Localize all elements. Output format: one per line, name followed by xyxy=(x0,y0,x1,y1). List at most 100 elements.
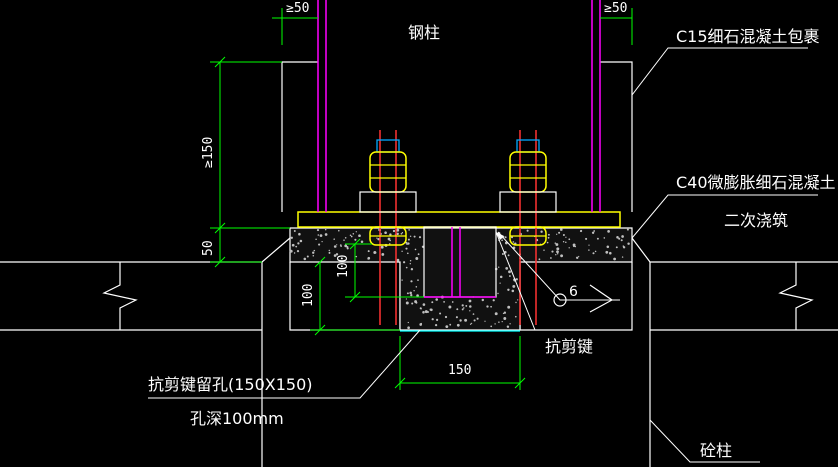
shear-key xyxy=(423,226,497,298)
grout-speckle xyxy=(555,254,557,256)
drawing-labels: 钢柱 C15细石混凝土包裹 C40微膨胀细石混凝土 二次浇筑 抗剪键 抗剪键留孔… xyxy=(148,23,836,460)
grout-speckle xyxy=(464,318,468,322)
grout-speckle xyxy=(422,311,425,314)
grout-speckle xyxy=(615,246,618,249)
grout-speckle xyxy=(406,252,409,255)
grout-speckle xyxy=(456,308,459,311)
steel-column-label: 钢柱 xyxy=(408,23,440,42)
grout-speckle xyxy=(340,245,342,247)
grout-speckle xyxy=(335,253,339,256)
anchor-bolt-left xyxy=(359,130,417,325)
grout-speckle xyxy=(313,249,316,252)
grout-speckle xyxy=(316,229,320,232)
dimension-labels: ≥50 ≥50 ≥150 50 100 100 150 xyxy=(201,1,627,378)
grout-speckle xyxy=(512,241,515,243)
grout-speckle xyxy=(558,231,561,234)
shear-key-hole-label-line1: 抗剪键留孔(150X150) xyxy=(148,375,313,394)
grout-speckle xyxy=(578,255,580,258)
grout-speckle xyxy=(618,237,621,240)
grout-speckle xyxy=(607,230,610,233)
grout-speckle xyxy=(344,237,347,239)
grout-speckle xyxy=(449,323,452,326)
grout-speckle xyxy=(317,234,320,236)
grout-speckle xyxy=(389,239,391,242)
break-line-right xyxy=(778,262,814,330)
grout-speckle xyxy=(418,236,422,239)
grout-speckle xyxy=(538,258,541,261)
grout-speckle xyxy=(297,242,300,245)
grout-speckle xyxy=(367,250,370,253)
grout-speckle xyxy=(443,301,445,303)
grout-speckle xyxy=(407,238,410,241)
grout-speckle xyxy=(445,325,449,328)
leader-lines xyxy=(148,47,818,463)
grout-speckle xyxy=(419,307,422,310)
grout-speckle xyxy=(387,237,391,241)
grout-speckle xyxy=(328,249,331,252)
grout-speckle xyxy=(417,253,420,256)
grout-speckle xyxy=(415,286,418,288)
grout-speckle xyxy=(579,230,582,232)
grout-speckle xyxy=(333,254,337,257)
grout-speckle xyxy=(560,254,564,258)
grout-speckle xyxy=(350,235,353,238)
steel-column xyxy=(317,0,601,212)
grout-speckle xyxy=(291,243,295,247)
grout-speckle xyxy=(511,289,515,293)
grout-speckle xyxy=(547,233,550,236)
grout-speckle xyxy=(420,322,422,325)
grout-speckle xyxy=(461,308,464,311)
grout-speckle xyxy=(414,248,417,251)
grout-speckle xyxy=(381,252,385,256)
grout-speckle xyxy=(551,250,554,253)
grout-speckle xyxy=(293,252,296,254)
grout-speckle xyxy=(289,249,293,253)
grout-speckle xyxy=(498,321,500,323)
grout-speckle xyxy=(343,239,345,241)
grout-speckle xyxy=(396,258,400,262)
grout-speckle xyxy=(517,299,519,301)
grout-speckle xyxy=(572,243,576,247)
grout-speckle xyxy=(410,280,413,283)
grout-speckle xyxy=(340,257,343,259)
grout-speckle xyxy=(422,303,426,306)
grout-speckle xyxy=(303,257,307,261)
rc-column-outline xyxy=(0,237,838,467)
grout-speckle xyxy=(319,234,323,237)
grout-speckle xyxy=(554,242,557,244)
grout-speckle xyxy=(588,249,590,251)
grout-speckle xyxy=(389,233,392,236)
grout-speckle xyxy=(609,251,612,255)
grout-speckle xyxy=(469,310,471,312)
dim-top-left-50: ≥50 xyxy=(286,1,309,16)
grout-speckle xyxy=(515,301,517,304)
grout-speckle xyxy=(497,292,499,295)
grout-speckle xyxy=(568,238,571,241)
grout-speckle xyxy=(507,254,510,257)
grout-speckle xyxy=(415,257,419,260)
grout-speckle xyxy=(514,315,517,318)
grout-speckle xyxy=(494,312,498,316)
dim-hole-100: 100 xyxy=(301,284,316,307)
rc-column-label: 砼柱 xyxy=(700,441,732,460)
c15-encasement-outline xyxy=(281,61,633,212)
grout-speckle xyxy=(616,236,619,239)
grout-speckle xyxy=(588,244,590,246)
grout-speckle xyxy=(410,293,413,297)
grout-speckle xyxy=(306,255,309,258)
grout-speckle xyxy=(315,238,317,240)
grout-speckle xyxy=(296,249,300,253)
grout-speckle xyxy=(476,317,479,320)
grout-speckle xyxy=(459,319,462,322)
grout-speckle xyxy=(431,301,434,304)
grout-speckle xyxy=(434,323,438,327)
grout-speckle xyxy=(501,320,503,323)
grout-speckle xyxy=(312,251,315,254)
grout-speckle xyxy=(565,241,567,243)
grout-speckle xyxy=(392,229,396,233)
grout-speckle xyxy=(416,294,419,297)
grout-speckle xyxy=(503,311,507,314)
grout-speckle xyxy=(324,233,328,236)
grout-speckle xyxy=(396,228,400,232)
grout-speckle xyxy=(344,244,348,248)
